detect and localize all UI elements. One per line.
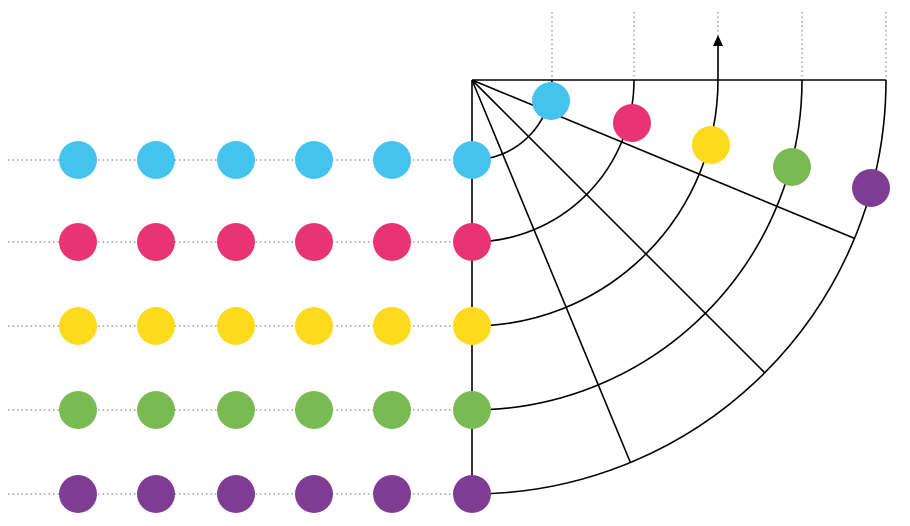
row-3-dot-2	[137, 307, 175, 345]
row-1-dot-3	[217, 141, 255, 179]
row-4-dot-2	[137, 391, 175, 429]
row-1-dot-5	[373, 141, 411, 179]
row-3-dot-5	[373, 307, 411, 345]
row-1-dot-4	[295, 141, 333, 179]
row-2-dot-2	[137, 223, 175, 261]
row-4-dot-3	[217, 391, 255, 429]
row-2-dot-6	[453, 223, 491, 261]
row-5-dot-4	[295, 475, 333, 513]
row-4-dot-6	[453, 391, 491, 429]
row-4-rotated-dot	[773, 148, 811, 186]
row-2-dot-4	[295, 223, 333, 261]
row-1-dot-1	[59, 141, 97, 179]
row-4-dot-4	[295, 391, 333, 429]
row-3-dot-3	[217, 307, 255, 345]
row-2-dot-5	[373, 223, 411, 261]
row-5-dot-5	[373, 475, 411, 513]
row-3-dot-6	[453, 307, 491, 345]
row-3-dot-4	[295, 307, 333, 345]
row-5-dot-3	[217, 475, 255, 513]
row-1-rotated-dot	[532, 82, 570, 120]
row-5-dot-6	[453, 475, 491, 513]
row-4-dot-1	[59, 391, 97, 429]
dot-group	[59, 82, 890, 513]
row-5-dot-2	[137, 475, 175, 513]
arrow-up-icon	[713, 35, 723, 80]
arrow-head	[713, 35, 723, 46]
radial-line-2	[471, 79, 766, 374]
row-4-dot-5	[373, 391, 411, 429]
row-2-rotated-dot	[613, 104, 651, 142]
row-1-dot-6	[453, 141, 491, 179]
row-1-dot-2	[137, 141, 175, 179]
row-3-dot-1	[59, 307, 97, 345]
row-5-rotated-dot	[852, 169, 890, 207]
dotted-guide-lines	[8, 12, 887, 495]
row-3-rotated-dot	[692, 126, 730, 164]
row-5-dot-1	[59, 475, 97, 513]
radial-line-3	[471, 79, 632, 463]
row-2-dot-3	[217, 223, 255, 261]
row-2-dot-1	[59, 223, 97, 261]
